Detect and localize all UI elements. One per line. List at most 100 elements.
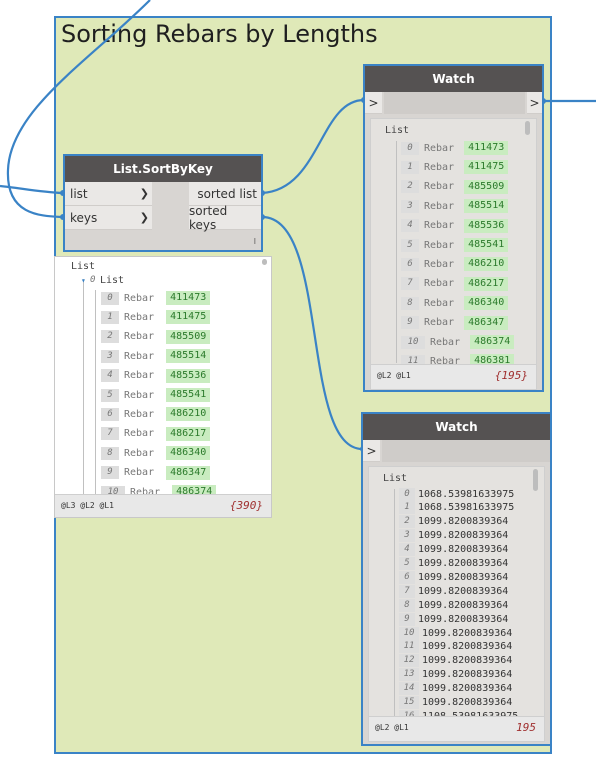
item-type-label: Rebar	[124, 389, 155, 401]
item-index: 5	[101, 388, 119, 402]
item-type-label: Rebar	[424, 239, 455, 251]
item-value: 1099.8200839364	[422, 655, 513, 667]
item-value: 486217	[166, 426, 211, 441]
scrollbar[interactable]	[525, 121, 530, 135]
input-port-keys[interactable]: keys ❯	[65, 206, 152, 230]
item-index: 1	[101, 310, 119, 324]
level-labels[interactable]: @L3 @L2 @L1	[61, 501, 114, 510]
watch-input-port[interactable]: >	[365, 92, 382, 114]
scrollbar[interactable]	[262, 259, 267, 265]
output-port-sorted-keys[interactable]: sorted keys	[189, 204, 261, 232]
item-value: 1099.8200839364	[422, 641, 513, 653]
preview-root-label: List	[71, 261, 96, 272]
scrollbar[interactable]	[533, 469, 538, 491]
item-index: 3	[101, 349, 119, 363]
output-port-sorted-list[interactable]: sorted list	[189, 182, 261, 206]
item-value: 486374	[470, 335, 515, 349]
item-type-label: Rebar	[124, 331, 155, 343]
item-value: 1099.8200839364	[418, 558, 509, 569]
chevron-down-icon[interactable]: ▾	[81, 276, 86, 285]
sort-by-key-node[interactable]: List.SortByKey list ❯ keys ❯ sorted list…	[63, 154, 263, 252]
lacing-indicator[interactable]: l	[253, 237, 256, 246]
item-type-label: Rebar	[424, 181, 455, 193]
item-value: 486210	[464, 257, 509, 272]
chevron-right-icon: ❯	[139, 187, 149, 200]
watch-footer: @L2 @L1 {195}	[371, 364, 536, 389]
watch-input-port[interactable]: >	[363, 440, 380, 462]
item-type-label: Rebar	[424, 142, 455, 154]
item-index: 0	[399, 487, 415, 501]
item-type-label: Rebar	[130, 486, 161, 498]
item-value: 1099.8200839364	[418, 530, 509, 542]
level-labels[interactable]: @L2 @L1	[377, 371, 411, 380]
item-value: 1099.8200839364	[418, 599, 509, 611]
item-count: {390}	[229, 499, 263, 512]
item-type-label: Rebar	[124, 408, 155, 420]
item-index: 10	[399, 626, 419, 640]
item-value: 485509	[464, 179, 509, 194]
item-value: 1099.8200839364	[418, 613, 509, 625]
level-labels[interactable]: @L2 @L1	[375, 723, 409, 732]
watch-port-bar	[384, 92, 525, 114]
node-title: List.SortByKey	[65, 156, 261, 182]
item-value: 1099.8200839364	[418, 516, 509, 528]
item-value: 1099.8200839364	[418, 571, 509, 583]
item-index: 4	[401, 219, 419, 233]
item-value: 1099.8200839364	[422, 669, 513, 681]
watch-root-label: List	[383, 473, 408, 484]
item-index: 4	[399, 543, 415, 557]
item-index: 15	[399, 696, 419, 709]
item-index: 5	[399, 557, 415, 570]
item-index: 1	[399, 501, 415, 515]
item-value: 485536	[166, 368, 211, 383]
item-type-label: Rebar	[424, 297, 455, 309]
item-index: 10	[401, 335, 425, 349]
item-value: 1099.8200839364	[422, 683, 513, 695]
item-type-label: Rebar	[124, 467, 155, 479]
node-title: Watch	[363, 414, 550, 440]
item-value: 1099.8200839364	[422, 697, 513, 708]
item-index: 2	[399, 515, 415, 529]
item-index: 2	[101, 330, 119, 344]
item-index: 7	[399, 584, 415, 598]
input-port-list[interactable]: list ❯	[65, 182, 152, 206]
item-value: 485541	[166, 388, 211, 402]
item-type-label: Rebar	[424, 317, 455, 329]
item-value: 485514	[464, 199, 509, 214]
watch-output-port[interactable]: >	[527, 92, 542, 114]
item-index: 8	[101, 446, 119, 460]
item-count: {195}	[494, 369, 528, 382]
item-value: 411475	[464, 160, 509, 175]
item-type-label: Rebar	[424, 278, 455, 290]
item-index: 5	[401, 238, 419, 252]
item-value: 486340	[166, 446, 211, 461]
item-type-label: Rebar	[424, 200, 455, 212]
